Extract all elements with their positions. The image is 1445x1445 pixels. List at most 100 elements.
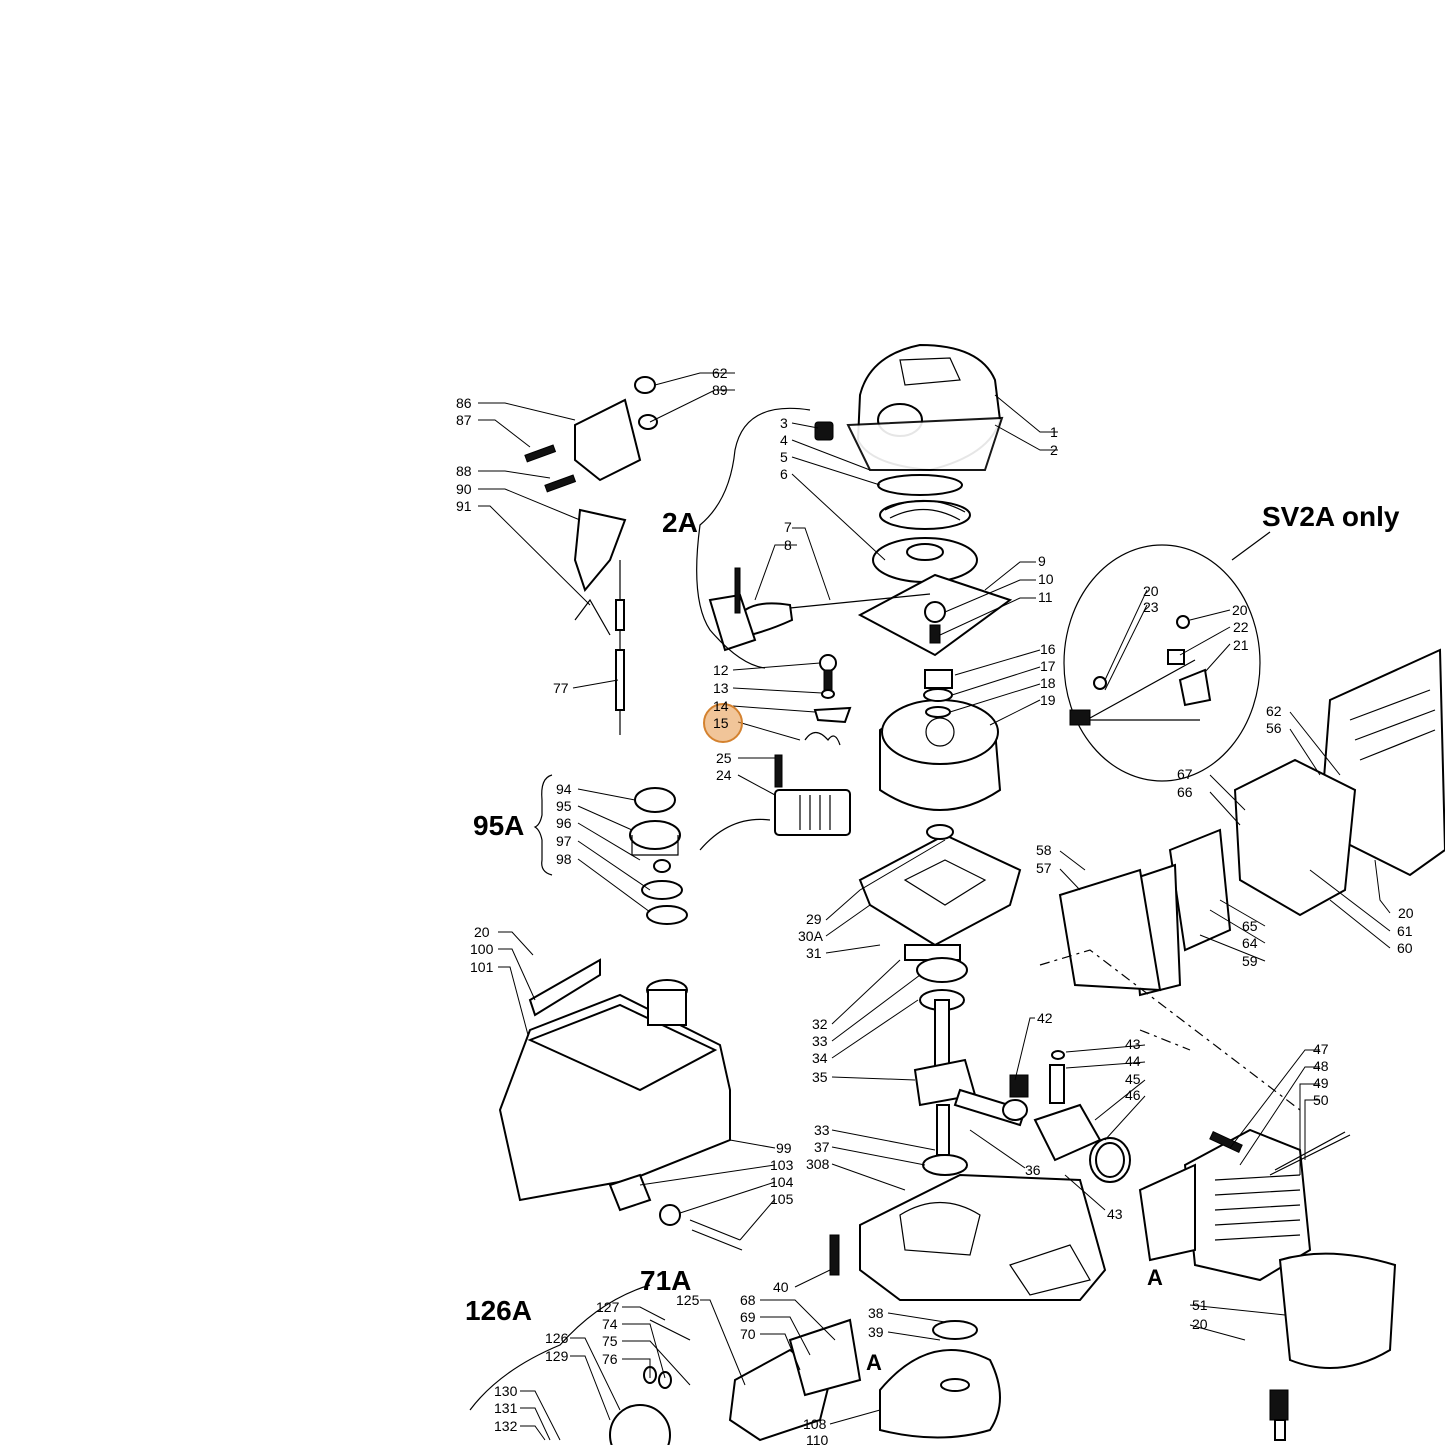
- part-label: 105: [770, 1191, 794, 1207]
- part-label: 8: [784, 537, 792, 553]
- part-label: 32: [812, 1016, 828, 1032]
- part-label: 67: [1177, 766, 1193, 782]
- muffler: [1058, 648, 1445, 997]
- part-label: 20: [1192, 1316, 1208, 1332]
- part-label: 86: [456, 395, 472, 411]
- recoil-starter-housing: [814, 343, 1004, 472]
- alignment-line-1: [1039, 949, 1301, 1111]
- reference-label-a-left: A: [866, 1350, 882, 1375]
- part-label: 17: [1040, 658, 1056, 674]
- part-number-labels: 1 2 3 4 5 6 7 8 9 10 11 12 13 14 15 16 1…: [456, 365, 1414, 1445]
- cooling-fan: [879, 1320, 1001, 1439]
- part-label: 33: [814, 1122, 830, 1138]
- part-label: 49: [1313, 1075, 1329, 1091]
- highlight-marker[interactable]: [703, 703, 743, 743]
- part-label: 19: [1040, 692, 1056, 708]
- part-label: 126: [545, 1330, 569, 1346]
- part-label: 98: [556, 851, 572, 867]
- group-label-sv2a: SV2A only: [1262, 501, 1400, 532]
- alignment-line-2: [1139, 1029, 1191, 1051]
- part-label: 77: [553, 680, 569, 696]
- part-label: 94: [556, 781, 572, 797]
- pawl-parts: [804, 654, 852, 746]
- part-label: 18: [1040, 675, 1056, 691]
- part-label: 95: [556, 798, 572, 814]
- part-label: 22: [1233, 619, 1249, 635]
- starter-pulley-stack: [872, 474, 978, 583]
- part-label: 10: [1038, 571, 1054, 587]
- part-label: 12: [713, 662, 729, 678]
- crankshaft: [913, 957, 1028, 1176]
- part-label: 7: [784, 519, 792, 535]
- piston-assembly: [1009, 1050, 1131, 1183]
- fuel-line-parts: [608, 1173, 743, 1251]
- part-label: 3: [780, 415, 788, 431]
- part-label-highlighted: 15: [713, 715, 729, 731]
- part-label: 60: [1397, 940, 1413, 956]
- part-label: 89: [712, 382, 728, 398]
- sv2a-detail: [1063, 531, 1271, 782]
- part-label: 96: [556, 815, 572, 831]
- part-label: 25: [716, 750, 732, 766]
- part-label: 108: [803, 1416, 827, 1432]
- part-label: 29: [806, 911, 822, 927]
- starter-plate: [857, 573, 1013, 657]
- part-label: 9: [1038, 553, 1046, 569]
- flywheel: [879, 699, 1002, 811]
- fuel-cap-parts: [629, 787, 688, 925]
- group-95a-brace: [533, 774, 553, 876]
- part-label: 38: [868, 1305, 884, 1321]
- part-label: 48: [1313, 1058, 1329, 1074]
- part-label: 2: [1050, 442, 1058, 458]
- part-label: 20: [1398, 905, 1414, 921]
- ignition-coil: [699, 754, 851, 851]
- part-label: 99: [776, 1140, 792, 1156]
- part-label: 59: [1242, 953, 1258, 969]
- cylinder: [1138, 1128, 1351, 1282]
- part-label: 6: [780, 466, 788, 482]
- part-label: 4: [780, 432, 788, 448]
- part-label: 125: [676, 1292, 700, 1308]
- part-label: 1: [1050, 424, 1058, 440]
- reference-label-a-right: A: [1147, 1265, 1163, 1290]
- part-label: 30A: [798, 928, 824, 944]
- part-label: 45: [1125, 1071, 1141, 1087]
- part-label: 90: [456, 481, 472, 497]
- carburetor: [649, 1318, 862, 1442]
- part-label: 16: [1040, 641, 1056, 657]
- part-label: 64: [1242, 935, 1258, 951]
- part-label: 33: [812, 1033, 828, 1049]
- part-label: 24: [716, 767, 732, 783]
- part-label: 74: [602, 1316, 618, 1332]
- part-label: 68: [740, 1292, 756, 1308]
- part-label: 130: [494, 1383, 518, 1399]
- part-label: 37: [814, 1139, 830, 1155]
- group-2a-outline: [696, 407, 811, 669]
- throttle-parts: [524, 376, 658, 735]
- air-filter: [469, 1284, 672, 1445]
- part-label: 66: [1177, 784, 1193, 800]
- leader-lines: [478, 372, 1391, 1441]
- part-label: 20: [474, 924, 490, 940]
- part-label: 43: [1125, 1036, 1141, 1052]
- part-label: 23: [1143, 599, 1159, 615]
- part-label: 62: [1266, 703, 1282, 719]
- part-label: 129: [545, 1348, 569, 1364]
- part-label: 31: [806, 945, 822, 961]
- part-label: 13: [713, 680, 729, 696]
- part-label: 44: [1125, 1053, 1141, 1069]
- part-label: 62: [712, 365, 728, 381]
- part-label: 103: [770, 1157, 794, 1173]
- part-label: 20: [1232, 602, 1248, 618]
- part-label: 101: [470, 959, 494, 975]
- part-label: 88: [456, 463, 472, 479]
- part-label: 42: [1037, 1010, 1053, 1026]
- part-label: 76: [602, 1351, 618, 1367]
- group-label-126a: 126A: [465, 1295, 532, 1326]
- flywheel-nut-washers: [923, 669, 953, 718]
- part-label: 36: [1025, 1162, 1041, 1178]
- part-label: 100: [470, 941, 494, 957]
- part-label: 104: [770, 1174, 794, 1190]
- part-label: 65: [1242, 918, 1258, 934]
